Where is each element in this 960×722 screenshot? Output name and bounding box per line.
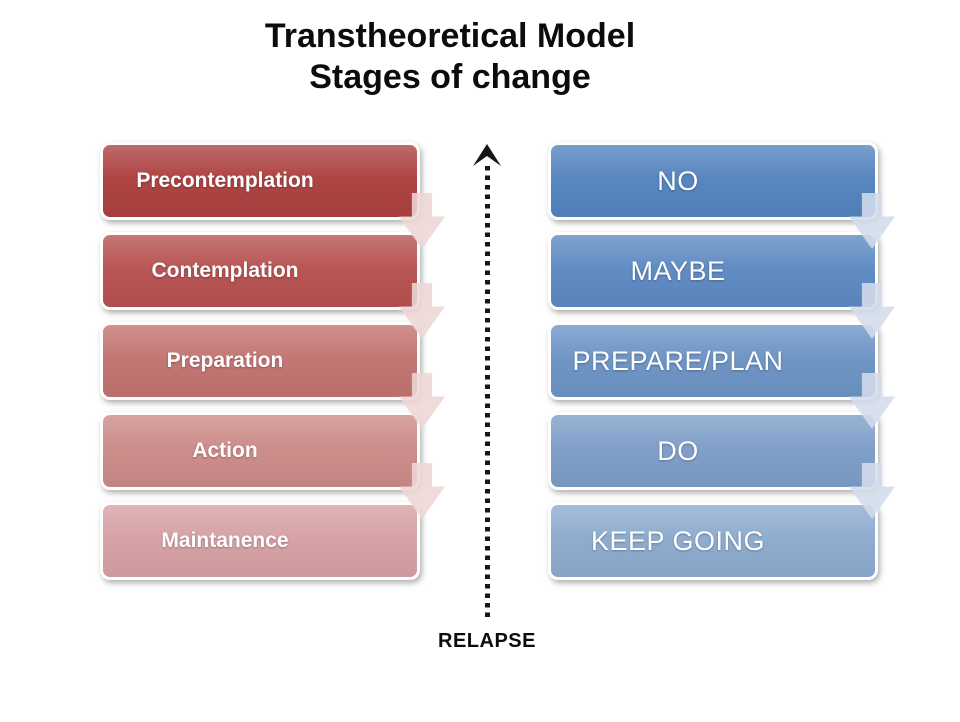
stage-box-maintanence: Maintanence xyxy=(100,502,420,580)
stage-box-action: Action xyxy=(100,412,445,519)
page-title: Transtheoretical Model Stages of change xyxy=(265,16,635,98)
up-arrowhead-icon xyxy=(473,144,501,166)
stage-label: Maintanence xyxy=(161,529,289,552)
stage-box-precontemplation: Precontemplation xyxy=(100,142,445,249)
title-line-1: Transtheoretical Model xyxy=(264,17,636,55)
stage-box-preparation: Preparation xyxy=(100,322,445,429)
stage-box-contemplation: Contemplation xyxy=(100,232,445,339)
stages-column-right: NO MAYBE PREPARE/PLAN DO KEEP GOING xyxy=(548,142,895,592)
stage-box-prepare-plan: PREPARE/PLAN xyxy=(548,322,895,429)
stage-label: KEEP GOING xyxy=(590,525,766,556)
title-line-2: Stages of change xyxy=(309,58,591,96)
stage-box-do: DO xyxy=(548,412,895,519)
stage-label: PREPARE/PLAN xyxy=(572,345,784,376)
relapse-dotted-line xyxy=(485,166,490,618)
stage-label: Precontemplation xyxy=(136,169,314,192)
stage-label: Contemplation xyxy=(151,259,299,282)
stage-label: MAYBE xyxy=(630,255,726,286)
stage-box-no: NO xyxy=(548,142,895,249)
stage-label: Preparation xyxy=(166,349,284,372)
stage-label: Action xyxy=(192,439,258,462)
relapse-label: RELAPSE xyxy=(438,630,536,652)
stage-label: DO xyxy=(657,435,699,466)
stage-box-maybe: MAYBE xyxy=(548,232,895,339)
stage-box-keep-going: KEEP GOING xyxy=(548,502,878,580)
stage-label: NO xyxy=(657,165,699,196)
